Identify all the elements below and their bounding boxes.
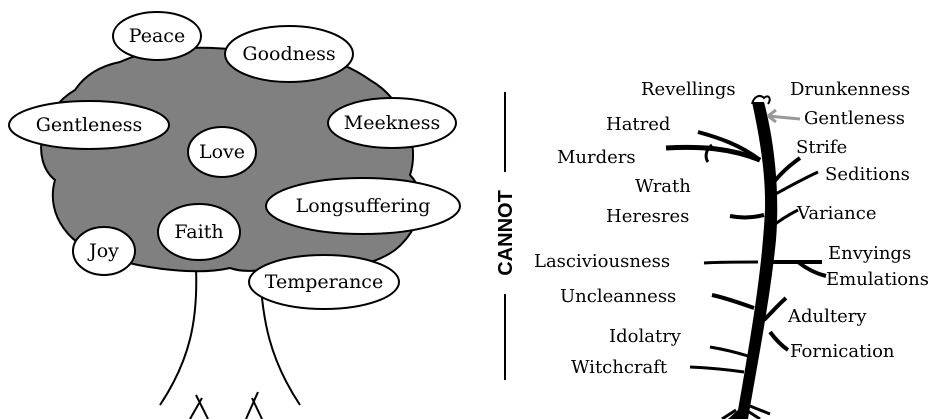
fruit-gentleness: Gentleness [9, 101, 169, 149]
work-label-idolatry: Idolatry [609, 326, 682, 347]
work-label-hatred: Hatred [606, 114, 670, 135]
work-label-variance: Variance [796, 203, 877, 224]
branch-adultery [764, 298, 788, 350]
work-label-seditions: Seditions [825, 164, 910, 185]
fruit-label: Goodness [242, 43, 335, 65]
fruit-peace: Peace [113, 12, 201, 60]
fruit-goodness: Goodness [225, 26, 353, 82]
work-label-fornication: Fornication [790, 341, 895, 362]
branch-lasciviousness [704, 262, 758, 263]
fruit-temperance: Temperance [249, 255, 399, 309]
branch-envyings [772, 262, 826, 276]
gentleness-arrow [768, 110, 800, 122]
work-label-gentleness: Gentleness [804, 108, 905, 129]
good-tree-roots [190, 392, 262, 419]
fruit-longsuffering: Longsuffering [266, 178, 460, 234]
work-label-drunkenness: Drunkenness [790, 79, 910, 100]
work-label-emulations: Emulations [826, 269, 929, 290]
work-label-envyings: Envyings [828, 243, 911, 264]
branch-heresres [730, 215, 764, 217]
fruit-label: Gentleness [36, 114, 143, 136]
fruit-label: Joy [87, 240, 119, 262]
fruit-label: Meekness [344, 112, 440, 134]
fruit-label: Peace [129, 25, 185, 47]
fruit-love: Love [188, 127, 256, 177]
work-label-adultery: Adultery [787, 306, 867, 327]
work-label-witchcraft: Witchcraft [571, 357, 668, 378]
cannot-label: CANNOT [495, 190, 517, 276]
work-label-revellings: Revellings [641, 79, 736, 100]
fruit-label: Love [199, 141, 245, 163]
work-label-uncleanness: Uncleanness [560, 286, 676, 307]
fruit-label: Temperance [265, 271, 383, 293]
fruit-label: Faith [174, 221, 223, 243]
work-label-wrath: Wrath [635, 176, 691, 197]
work-label-murders: Murders [557, 147, 636, 168]
branch-witchcraft [690, 367, 744, 372]
work-label-heresres: Heresres [606, 206, 689, 227]
work-label-lasciviousness: Lasciviousness [534, 251, 670, 272]
branch-idolatry [710, 347, 748, 356]
fruit-label: Longsuffering [296, 195, 431, 217]
branch-uncleanness [712, 295, 754, 308]
fruit-meekness: Meekness [328, 98, 456, 148]
cannot-divider: CANNOT [495, 92, 517, 380]
fruit-faith: Faith [158, 204, 240, 260]
fruit-joy: Joy [73, 227, 135, 275]
work-label-strife: Strife [796, 137, 847, 158]
